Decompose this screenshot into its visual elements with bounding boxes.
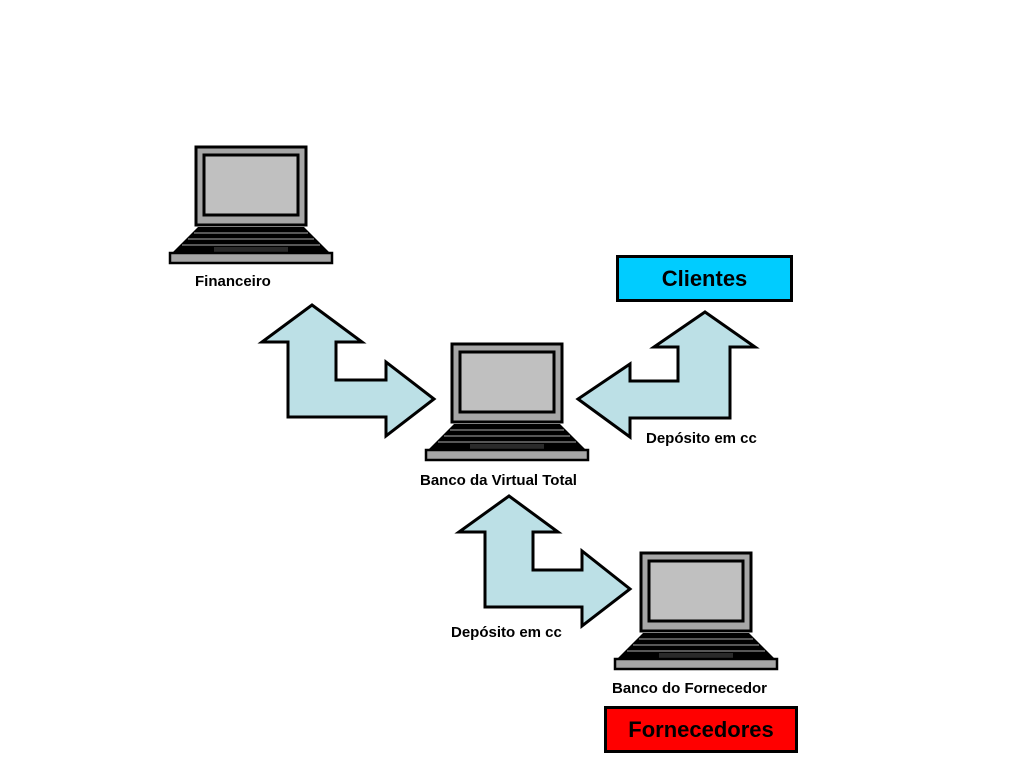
label-financeiro: Financeiro xyxy=(195,273,271,290)
arrow-clientes-banco xyxy=(575,310,760,440)
laptop-financeiro-icon xyxy=(168,145,334,265)
arrow-financeiro-banco xyxy=(257,303,437,440)
clientes-box: Clientes xyxy=(616,255,793,302)
fornecedores-box: Fornecedores xyxy=(604,706,798,753)
clientes-label: Clientes xyxy=(661,265,748,291)
label-banco-virtual-total: Banco da Virtual Total xyxy=(420,472,577,489)
label-deposito-fornecedor: Depósito em cc xyxy=(451,624,562,641)
laptop-banco-virtual-total-icon xyxy=(424,342,590,462)
fornecedores-label: Fornecedores xyxy=(628,716,774,742)
arrow-banco-fornecedor xyxy=(454,494,633,630)
label-deposito-clientes: Depósito em cc xyxy=(646,430,757,447)
laptop-banco-fornecedor-icon xyxy=(613,551,779,671)
label-banco-fornecedor: Banco do Fornecedor xyxy=(612,680,768,697)
